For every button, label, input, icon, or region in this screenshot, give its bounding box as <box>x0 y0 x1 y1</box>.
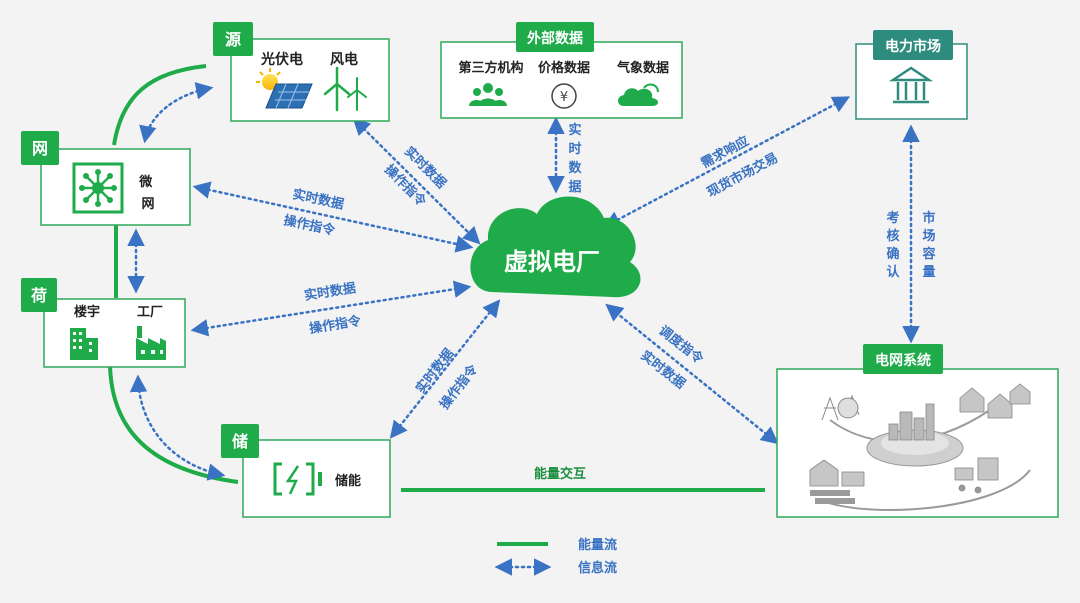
source-box <box>230 38 390 122</box>
grid-tag <box>21 131 59 165</box>
market-tag <box>873 30 953 60</box>
legend-info-label: 信息流 <box>578 560 617 576</box>
power-system-tag-label: 电网系统 <box>875 352 931 369</box>
info-line-market-center <box>602 96 851 228</box>
label-market-assessment: 考核确认 <box>886 210 900 280</box>
info-line-source-grid <box>139 82 214 144</box>
load-item-factory: 工厂 <box>137 305 163 320</box>
external-item-price: 价格数据 <box>538 60 590 76</box>
storage-tag-label: 储 <box>231 432 248 451</box>
v-capacity-char: 场 <box>922 229 935 244</box>
grid-item-label: 微 网 <box>138 174 157 212</box>
factory-icon <box>136 326 166 360</box>
microgrid-icon <box>72 162 124 214</box>
load-tag <box>21 278 57 312</box>
v-capacity-char: 市 <box>922 210 935 226</box>
grid-item-char-1: 微 <box>138 174 153 190</box>
source-tag-label: 源 <box>225 30 241 49</box>
towers-top-left <box>821 394 860 421</box>
vertical-labels: 实时数据 考核确认 市场容量 <box>568 122 935 280</box>
source-item-pv: 光伏电 <box>260 51 303 68</box>
source-tag <box>213 22 253 56</box>
market-building-icon <box>888 66 934 104</box>
info-lines <box>127 82 920 481</box>
market-node: 电力市场 <box>855 30 968 120</box>
legend: 能量流 信息流 <box>494 537 617 576</box>
external-tag <box>516 22 594 52</box>
label-load-command: 操作指令 <box>308 313 363 337</box>
power-system-node: 电网系统 <box>776 344 1059 518</box>
weather-cloud-icon <box>618 83 659 106</box>
load-tag-label: 荷 <box>31 286 47 305</box>
info-line-source-center <box>352 117 481 245</box>
grid-tag-label: 网 <box>32 139 48 158</box>
solar-array <box>810 490 855 504</box>
battery-icon <box>273 462 322 496</box>
source-node: 源 光伏电 风电 <box>213 22 390 122</box>
info-line-grid-center <box>192 181 474 253</box>
label-energy-exchange: 能量交互 <box>534 466 586 482</box>
info-line-load-center <box>190 280 472 337</box>
power-system-tag <box>863 344 943 374</box>
houses-bottom <box>809 457 999 494</box>
v-capacity-char: 量 <box>922 265 935 280</box>
users-icon <box>469 83 507 106</box>
svg-text:¥: ¥ <box>560 90 568 105</box>
energy-line-source-grid <box>112 64 207 146</box>
v-assess-char: 确 <box>886 246 899 262</box>
info-line-load-storage <box>129 374 226 481</box>
v-external-char: 据 <box>568 179 581 195</box>
grid-item-char-2: 网 <box>141 197 154 212</box>
houses-top-right <box>959 383 1031 419</box>
v-assess-char: 认 <box>886 264 900 280</box>
label-load-realtime: 实时数据 <box>303 280 357 304</box>
external-item-thirdparty: 第三方机构 <box>458 60 523 76</box>
grid-node: 网 微 网 <box>21 131 191 226</box>
storage-box <box>242 439 391 518</box>
info-line-powergrid-center <box>605 303 779 445</box>
energy-line-load-storage <box>108 365 239 484</box>
storage-tag <box>221 424 259 458</box>
label-market-capacity: 市场容量 <box>921 210 935 280</box>
external-node: 外部数据 第三方机构 价格数据 气象数据 ¥ <box>440 22 683 119</box>
load-item-building: 楼宇 <box>74 304 100 320</box>
info-line-storage-center <box>389 299 501 439</box>
wind-turbine-icon <box>323 66 367 112</box>
source-item-wind: 风电 <box>330 51 358 68</box>
center-label: 虚拟电厂 <box>504 248 600 276</box>
solar-panel-icon <box>256 68 313 109</box>
legend-energy-label: 能量流 <box>578 537 617 553</box>
v-external-char: 实 <box>568 122 581 138</box>
v-external-char: 数 <box>568 160 582 176</box>
storage-item-label: 储能 <box>334 473 361 489</box>
building-icon <box>70 328 98 360</box>
market-tag-label: 电力市场 <box>885 38 941 55</box>
yuan-coin-icon: ¥ <box>551 83 577 109</box>
v-assess-char: 核 <box>886 228 899 244</box>
cloud-shape <box>470 196 641 298</box>
central-plant <box>888 403 935 441</box>
grid-illustration <box>809 383 1031 511</box>
load-node: 荷 楼宇 工厂 <box>21 278 186 368</box>
label-grid-realtime: 实时数据 <box>291 186 345 212</box>
center-cloud: 虚拟电厂 <box>470 196 641 298</box>
storage-node: 储 储能 <box>221 424 391 518</box>
label-grid-command: 操作指令 <box>282 212 337 239</box>
v-external-char: 时 <box>568 141 581 157</box>
v-assess-char: 考 <box>886 210 899 226</box>
external-item-weather: 气象数据 <box>617 60 669 76</box>
v-capacity-char: 容 <box>921 246 935 262</box>
energy-lines <box>108 64 765 492</box>
external-tag-label: 外部数据 <box>527 30 583 47</box>
label-external-realtime: 实时数据 <box>568 122 582 195</box>
